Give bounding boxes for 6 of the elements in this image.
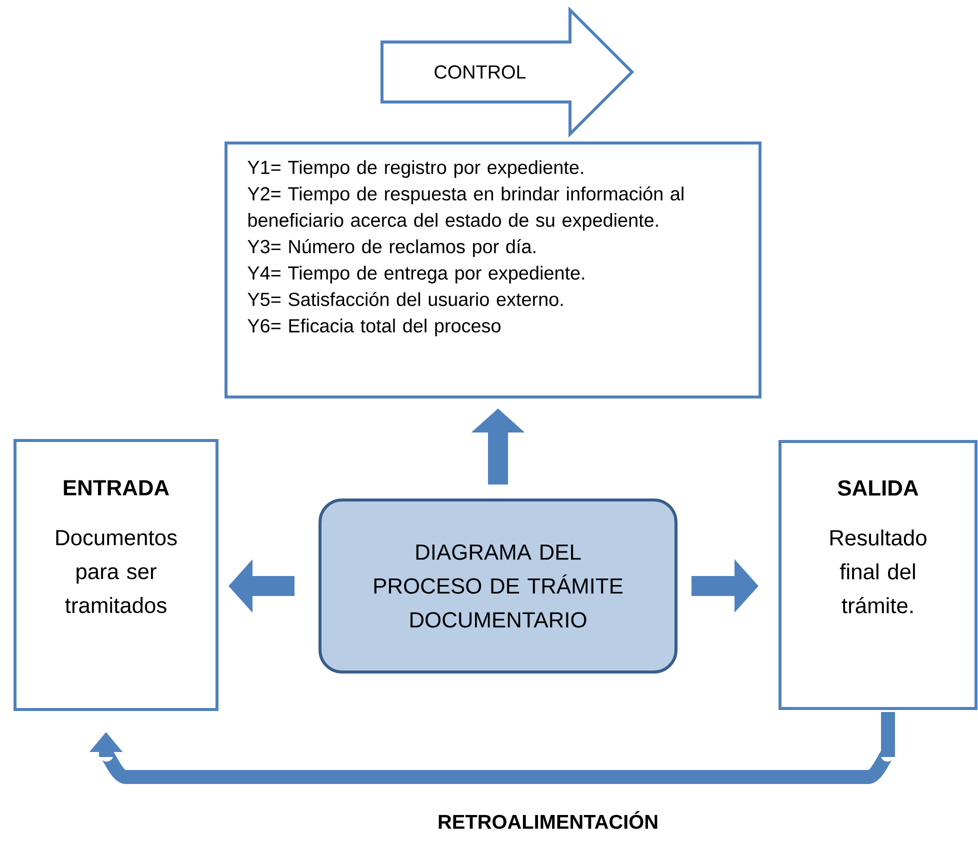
- block-arrow: [89, 712, 895, 784]
- process-box: ENTRADA Documentos para ser tramitados: [14, 439, 218, 711]
- process-box: SALIDA Resultado final del trámite.: [778, 440, 978, 710]
- edge-label: RETROALIMENTACIÓN: [438, 811, 658, 829]
- metrics-box: Y1= Tiempo de registro por expediente. Y2= Tiempo de respuesta en brindar información al beneficiario acerca del estado de su expediente. Y3= Número de reclamos por día. Y4= Tiempo de entrega por expediente. Y5= Satisfacción del usuario externo. Y6= Eficacia total del proceso: [224, 142, 762, 398]
- process-box: DIAGRAMA DEL PROCESO DE TRÁMITE DOCUMENTARIO: [318, 498, 678, 674]
